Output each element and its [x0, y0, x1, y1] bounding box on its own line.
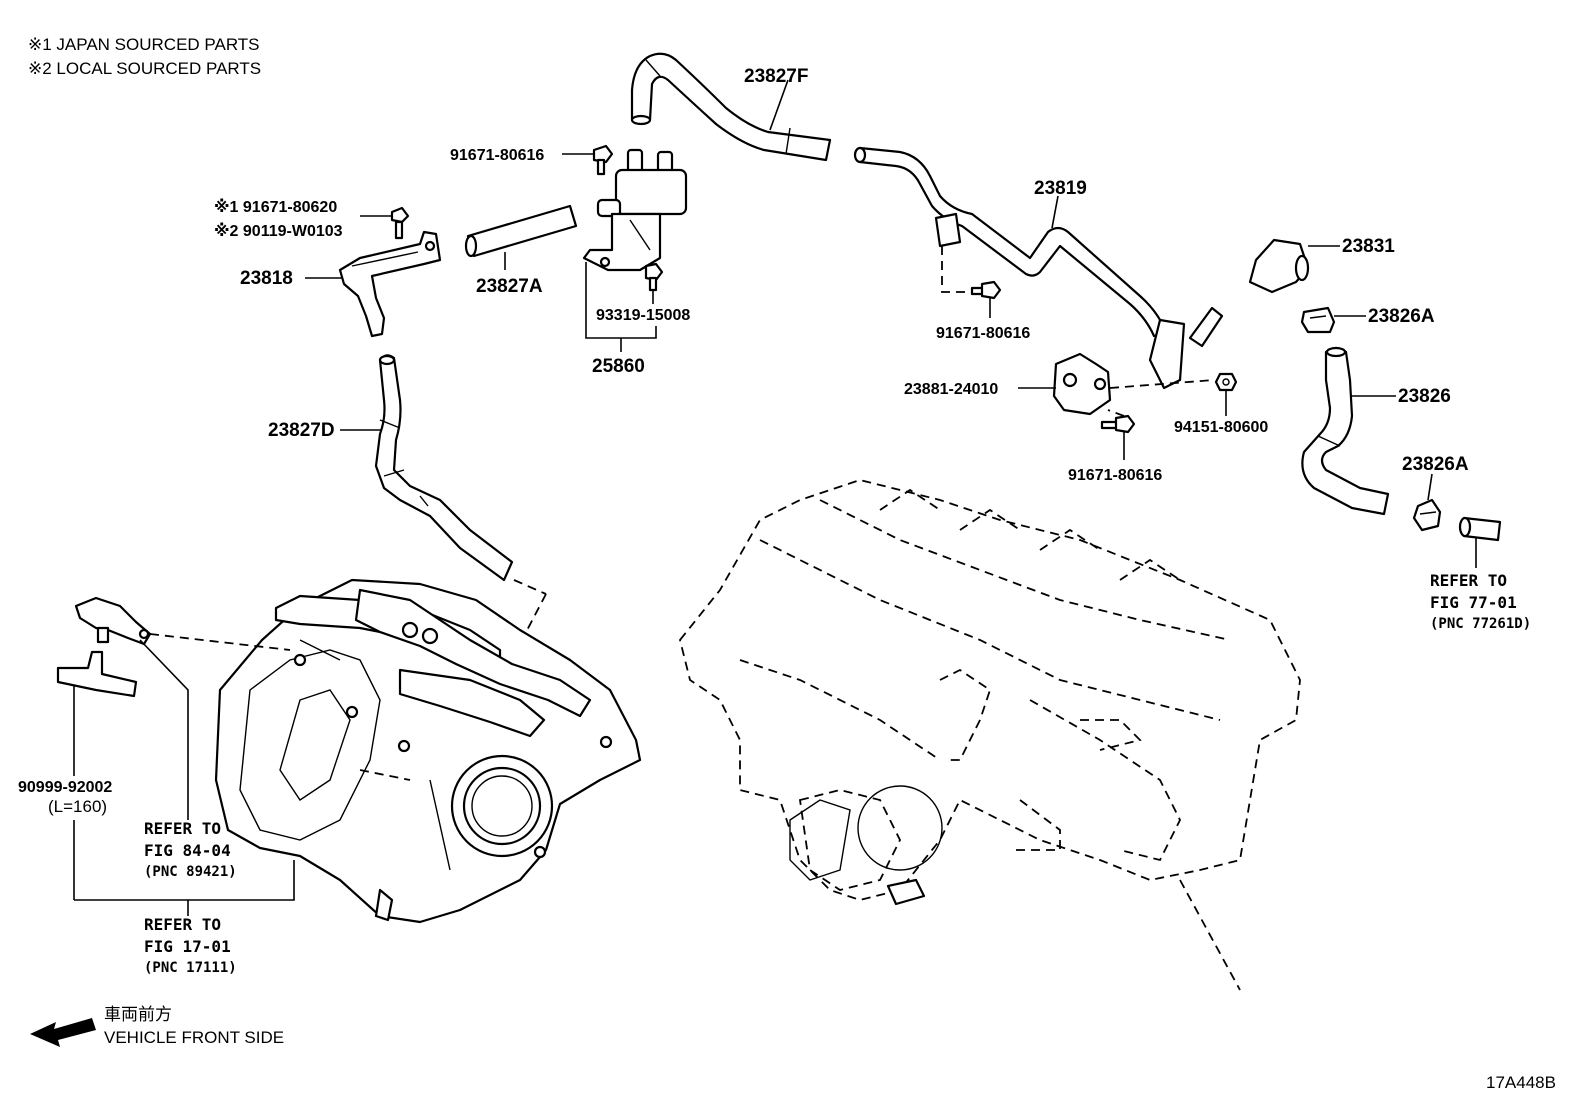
ref-77-01-line3: (PNC 77261D) [1430, 616, 1531, 632]
pipe-ref-77-01[interactable] [1458, 516, 1502, 542]
nut-94151-80600[interactable] [1214, 372, 1238, 392]
label-93319-15008: 93319-15008 [596, 307, 690, 324]
label-23831: 23831 [1342, 236, 1395, 257]
engine-outline [679, 479, 1301, 991]
label-23827A: 23827A [476, 276, 543, 297]
label-23819: 23819 [1034, 178, 1087, 199]
hose-90999-92002[interactable] [56, 650, 138, 698]
label-23818: 23818 [240, 268, 293, 289]
label-23826A-a: 23826A [1368, 306, 1435, 327]
ref-17-01-line2: FIG 17-01 [144, 937, 231, 956]
label-90999-length: (L=160) [48, 797, 107, 816]
label-23881-24010: 23881-24010 [904, 381, 998, 398]
arrow-left-icon [30, 1018, 96, 1047]
sensor-ref-84-04[interactable] [74, 596, 152, 646]
bolt-93319-15008[interactable] [644, 262, 664, 292]
label-90119-W0103: ※2 90119-W0103 [214, 222, 343, 240]
label-91671-80616-c: 91671-80616 [1068, 467, 1162, 484]
connector-23831[interactable] [1248, 238, 1310, 294]
vsv-25860[interactable] [582, 148, 688, 272]
bolt-91671-80616-a[interactable] [592, 144, 614, 176]
label-23826A-b: 23826A [1402, 454, 1469, 475]
hose-23827A[interactable] [464, 204, 578, 258]
hose-23827D[interactable] [374, 354, 514, 582]
label-91671-80616-a: 91671-80616 [450, 147, 544, 164]
label-94151-80600: 94151-80600 [1174, 419, 1268, 436]
ref-77-01-line2: FIG 77-01 [1430, 593, 1517, 612]
label-23826: 23826 [1398, 386, 1451, 407]
hose-23827F[interactable] [630, 52, 832, 162]
hose-23826[interactable] [1301, 346, 1390, 516]
bolt-91671-80616-c[interactable] [1100, 414, 1136, 434]
ref-84-04-line2: FIG 84-04 [144, 841, 231, 860]
clip-23826A-a[interactable] [1300, 306, 1336, 334]
pipe-23819[interactable] [853, 146, 1224, 390]
note-japan-sourced: ※1 JAPAN SOURCED PARTS [28, 35, 260, 54]
ref-77-01-line1: REFER TO [1430, 571, 1507, 590]
diagram-id: 17A448B [1486, 1073, 1556, 1092]
label-90999-92002: 90999-92002 [18, 779, 112, 796]
bolt-91671-80616-b[interactable] [970, 280, 1002, 300]
orientation-en: VEHICLE FRONT SIDE [104, 1028, 284, 1047]
orientation-jp: 車両前方 [104, 1005, 172, 1024]
bracket-23881-24010[interactable] [1052, 352, 1112, 416]
label-25860: 25860 [592, 356, 645, 377]
label-23827D: 23827D [268, 420, 335, 441]
label-91671-80616-b: 91671-80616 [936, 325, 1030, 342]
clip-23826A-b[interactable] [1412, 498, 1442, 532]
ref-17-01-line3: (PNC 17111) [144, 960, 237, 976]
ref-84-04-line1: REFER TO [144, 819, 221, 838]
bolt-91671-80620[interactable] [390, 206, 410, 240]
intake-manifold[interactable] [214, 578, 642, 924]
label-91671-80620: ※1 91671-80620 [214, 198, 337, 216]
note-local-sourced: ※2 LOCAL SOURCED PARTS [28, 59, 261, 78]
label-23827F: 23827F [744, 66, 808, 87]
ref-17-01-line1: REFER TO [144, 915, 221, 934]
bracket-23818[interactable] [338, 230, 442, 338]
ref-84-04-line3: (PNC 89421) [144, 864, 237, 880]
